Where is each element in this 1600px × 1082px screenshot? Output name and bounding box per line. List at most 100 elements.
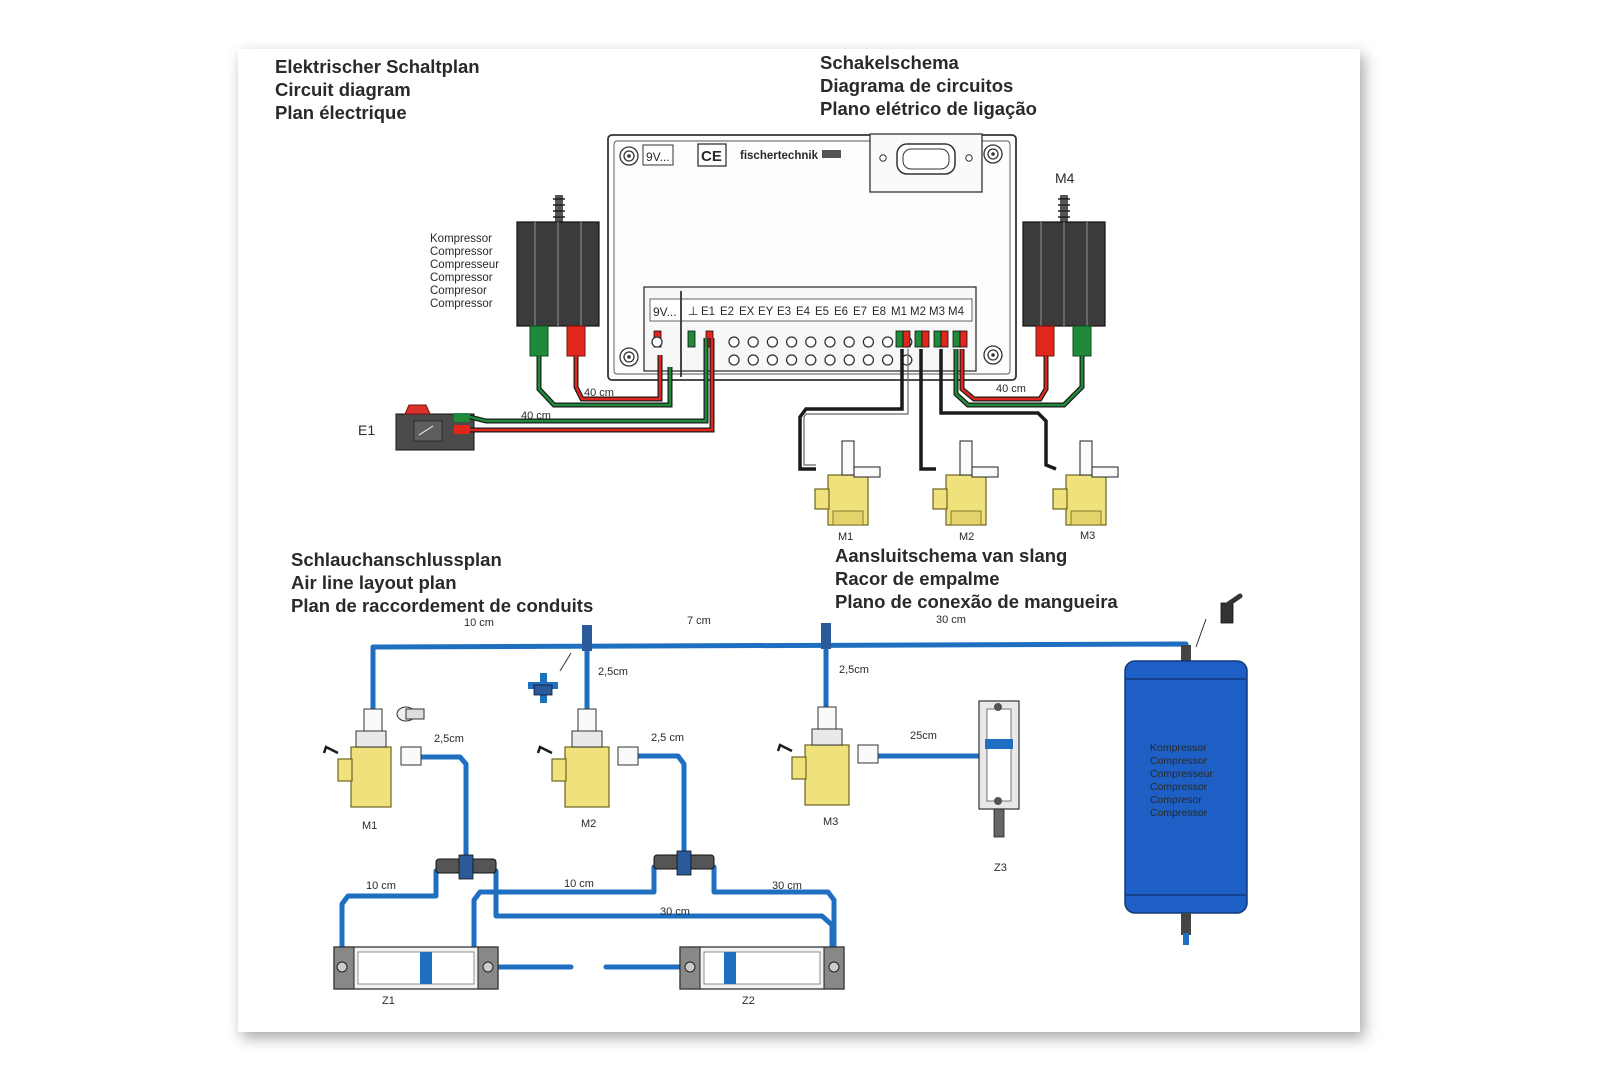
cylinder-label: Z3 — [994, 862, 1007, 874]
cylinder-z3 — [978, 700, 1020, 838]
valve-m2 — [932, 440, 999, 526]
terminal-socket — [805, 354, 817, 366]
hose — [416, 754, 469, 874]
terminal-socket — [881, 336, 894, 348]
length-label: 2,5 cm — [651, 732, 684, 744]
valve-m3 — [1052, 440, 1119, 526]
heading-line: Plano elétrico de ligação — [820, 98, 1037, 119]
terminal-label: EY — [758, 306, 774, 318]
terminal-label: M2 — [910, 306, 926, 318]
terminal-socket — [843, 336, 855, 348]
length-label: 2,5cm — [839, 664, 869, 676]
terminal-label: E3 — [777, 306, 791, 318]
terminal-label: E4 — [796, 306, 811, 318]
cable-length-label: 40 cm — [996, 383, 1026, 395]
heading-line: Aansluitschema van slang — [835, 545, 1068, 566]
mounting-hole — [983, 144, 1003, 164]
valve-m1 — [814, 440, 881, 526]
loose-t-connector — [528, 673, 558, 703]
terminal-socket — [805, 336, 817, 348]
cylinder-z2 — [679, 946, 845, 990]
compressor-label: Compresseur — [430, 259, 499, 271]
air-hoses — [339, 641, 1189, 970]
length-label: 30 cm — [936, 614, 966, 626]
tank-label: Compressor — [1150, 807, 1208, 819]
terminal-socket — [747, 354, 759, 366]
terminal-ground-label: ⊥ — [688, 304, 698, 318]
circuit-diagram-heading: Elektrischer Schaltplan Circuit diagram … — [275, 55, 480, 124]
terminal-label: EX — [739, 306, 755, 318]
heading-line: Diagrama de circuitos — [820, 75, 1014, 96]
length-label: 2,5cm — [598, 666, 628, 678]
tank-label: Kompressor — [1150, 742, 1207, 754]
mounting-hole — [983, 345, 1003, 365]
brand-logo: fischertechnik — [740, 150, 819, 162]
ce-mark: CE — [701, 148, 722, 165]
e1-switch — [395, 404, 475, 451]
terminal-socket — [785, 336, 798, 348]
terminal-plug — [895, 330, 904, 348]
cable-length-label: 40 cm — [584, 387, 614, 399]
compressor-label: Compressor — [430, 272, 493, 284]
heading-line: Racor de empalme — [835, 568, 1000, 589]
hose — [711, 864, 837, 957]
m4-label: M4 — [1055, 170, 1075, 186]
valve-label: M1 — [838, 531, 853, 543]
air-valve-m1 — [322, 708, 422, 808]
wire-green — [954, 349, 1084, 407]
wire-green — [537, 356, 672, 407]
heading-line: Schlauchanschlussplan — [291, 549, 502, 570]
tank-label: Compresseur — [1150, 768, 1214, 780]
terminal-plug — [959, 330, 968, 348]
terminal-label: M4 — [948, 306, 965, 318]
m4-motor — [1022, 195, 1106, 357]
tee-connector — [653, 850, 715, 876]
terminal-socket — [785, 354, 798, 366]
tee-fitting — [821, 623, 831, 649]
heading-line: Air line layout plan — [291, 572, 457, 593]
terminal-label: E5 — [815, 306, 829, 318]
heading-line: Plan électrique — [275, 102, 407, 123]
tee-connector — [435, 854, 497, 880]
wire-green — [469, 338, 708, 423]
length-label: 10 cm — [366, 880, 396, 892]
terminal-power-label: 9V... — [653, 305, 677, 319]
heading-line: Plano de conexão de mangueira — [835, 591, 1118, 612]
compressor-label: Compressor — [430, 298, 493, 310]
wire-red — [574, 355, 662, 401]
valve-label: M3 — [1080, 530, 1095, 542]
heading-line: Circuit diagram — [275, 79, 411, 100]
length-label: 10 cm — [564, 878, 594, 890]
hose — [471, 864, 657, 957]
length-label: 30 cm — [660, 906, 690, 918]
terminal-plug — [921, 330, 930, 348]
terminal-plug — [687, 330, 696, 348]
terminal-label: E1 — [701, 306, 715, 318]
terminal-label: M3 — [929, 306, 945, 318]
compressor-label: Compresor — [430, 285, 487, 297]
terminal-socket — [747, 336, 759, 348]
length-label: 2,5cm — [434, 733, 464, 745]
terminal-label: E6 — [834, 306, 848, 318]
hose — [339, 868, 439, 957]
terminal-plug — [952, 330, 961, 348]
compressor-motor — [516, 195, 600, 357]
hose — [635, 753, 687, 870]
compressor-label: Kompressor — [430, 233, 492, 245]
terminal-plug — [914, 330, 923, 348]
wire-black — [919, 349, 936, 471]
cylinder-label: Z1 — [382, 995, 395, 1007]
wire-red — [470, 338, 714, 432]
valve-label: M3 — [823, 816, 838, 828]
length-label: 25cm — [910, 730, 937, 742]
air-valve-m3 — [776, 706, 879, 806]
terminal-socket — [824, 354, 836, 366]
mounting-hole — [619, 146, 639, 166]
length-label: 7 cm — [687, 615, 711, 627]
terminal-plug — [940, 330, 949, 348]
terminal-socket — [728, 354, 740, 366]
terminal-socket — [824, 336, 836, 348]
